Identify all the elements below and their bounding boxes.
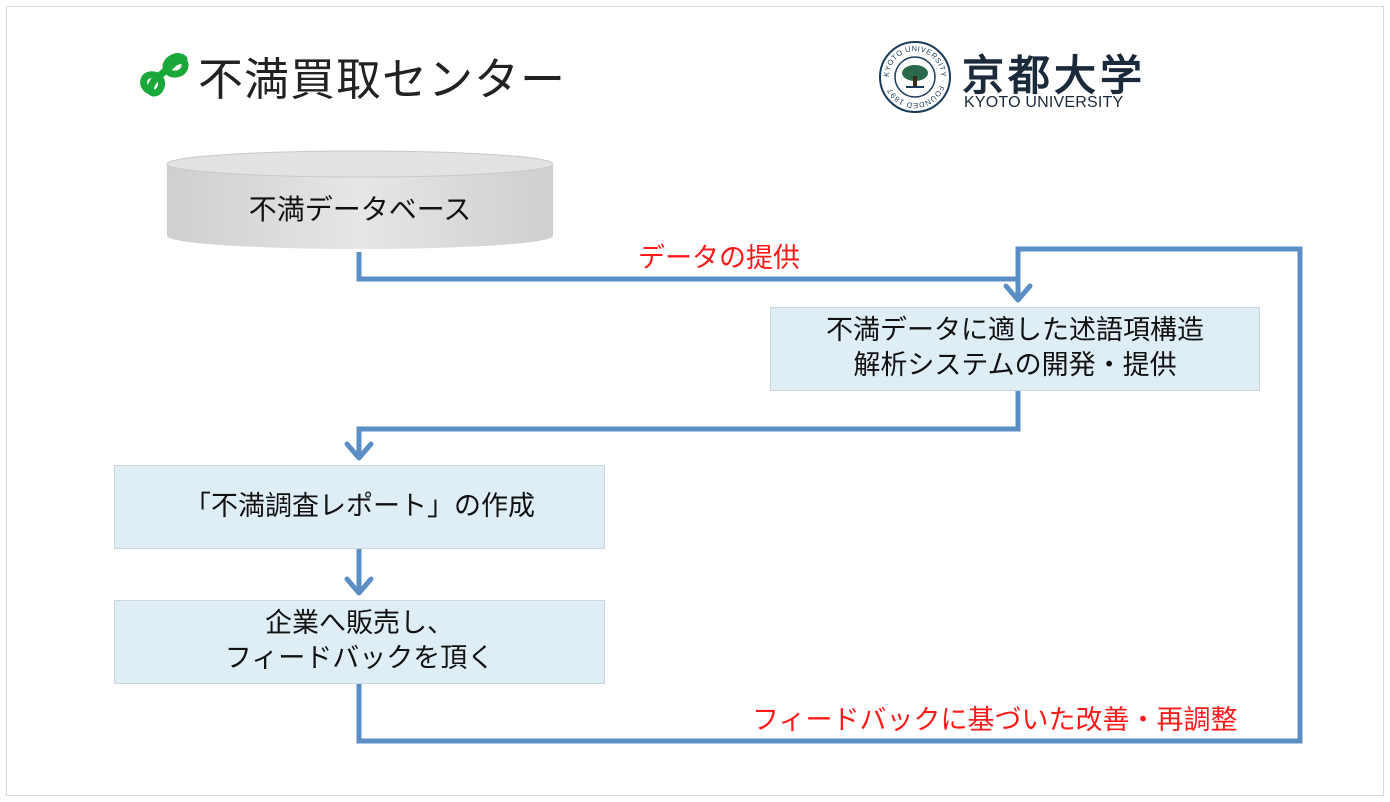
university-seal-icon: KYOTO UNIVERSITY · FOUNDED 1897 bbox=[879, 41, 951, 113]
report-creation-box: 「不満調査レポート」の作成 bbox=[114, 465, 605, 549]
feedback-improvement-label: フィードバックに基づいた改善・再調整 bbox=[752, 705, 1238, 736]
university-name-jp: 京都大学 bbox=[962, 51, 1147, 100]
kyoto-university-logo: KYOTO UNIVERSITY · FOUNDED 1897 京都大学 KYO… bbox=[878, 40, 1168, 116]
university-name-en: KYOTO UNIVERSITY bbox=[964, 94, 1124, 111]
database-cylinder-shape bbox=[166, 150, 554, 249]
fuman-center-logo: 不満買取センター bbox=[136, 44, 566, 106]
sales-feedback-box: 企業へ販売し、 フィードバックを頂く bbox=[114, 600, 605, 684]
report-box-line1: 「不満調査レポート」の作成 bbox=[184, 490, 535, 522]
sales-box-line2: フィードバックを頂く bbox=[224, 643, 495, 674]
database-label: 不満データベース bbox=[248, 193, 472, 226]
parser-development-box: 不満データに適した述語項構造 解析システムの開発・提供 bbox=[770, 307, 1260, 391]
parser-box-line2: 解析システムの開発・提供 bbox=[853, 350, 1177, 381]
infinity-mark-icon bbox=[140, 53, 189, 97]
sales-box-line1: 企業へ販売し、 bbox=[265, 608, 454, 640]
data-provision-label: データの提供 bbox=[638, 243, 800, 274]
slide-frame bbox=[6, 6, 1384, 796]
logo-name: 不満買取センター bbox=[198, 52, 567, 106]
parser-box-line1: 不満データに適した述語項構造 bbox=[826, 315, 1204, 347]
